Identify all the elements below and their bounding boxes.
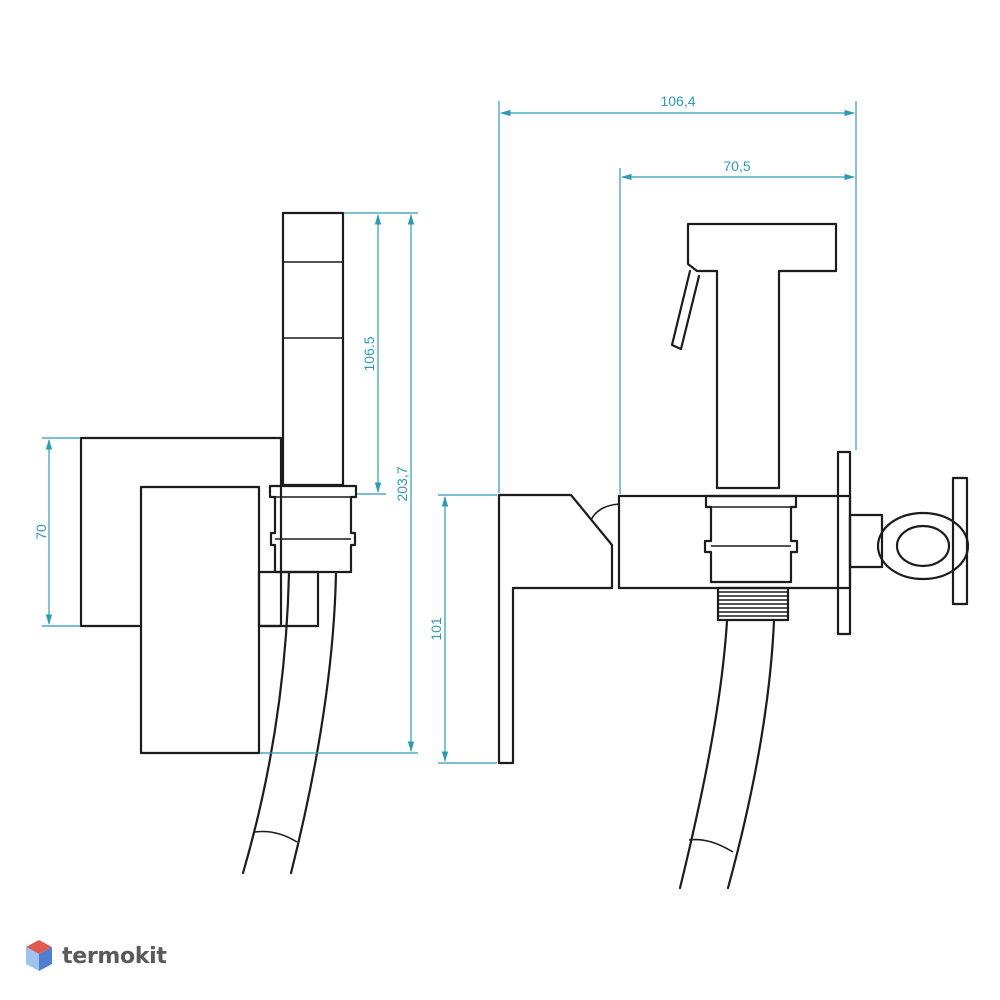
front-connector-nut [703, 494, 799, 584]
side-dimensions: 70 106.5 203,7 [33, 212, 418, 754]
front-trigger [670, 269, 701, 351]
front-holder-arm [848, 513, 884, 569]
front-dimensions: 106,4 70,5 101 [428, 93, 857, 764]
front-holder-ring-outer [876, 511, 970, 581]
side-hand-shower [281, 211, 345, 487]
front-hose-right [726, 619, 776, 890]
brand-name: termokit [62, 943, 167, 969]
front-body [617, 494, 852, 590]
side-connector-nut [268, 484, 358, 574]
side-view [79, 211, 358, 875]
front-hose-left [678, 619, 729, 890]
front-holder-clip [951, 476, 969, 606]
dim-body-height: 70 [33, 524, 49, 540]
side-hose-left [241, 571, 291, 875]
side-hose-right [289, 571, 338, 875]
front-shower-head [686, 222, 838, 490]
dim-total-height: 203,7 [394, 466, 410, 501]
dim-handle-to-wall: 70,5 [723, 158, 750, 174]
cube-logo-icon [26, 940, 52, 971]
front-view [497, 222, 970, 890]
front-wall-flange [836, 450, 852, 636]
dim-overall-width: 106,4 [660, 93, 695, 109]
front-threads [716, 586, 790, 622]
brand-logo: termokit [24, 936, 167, 976]
side-front-cover [139, 485, 261, 755]
dim-spout-height: 106.5 [361, 336, 377, 371]
front-holder-ring-inner [895, 524, 951, 568]
front-lever [497, 493, 614, 765]
dim-lever-height: 101 [428, 617, 444, 641]
